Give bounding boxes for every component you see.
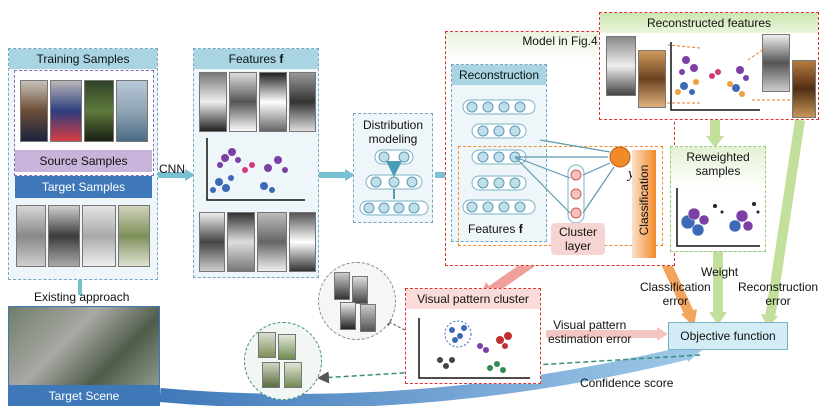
feature-map	[227, 212, 255, 272]
cluster-crop	[360, 304, 376, 332]
source-photo	[20, 80, 48, 142]
reconstructed-map	[792, 60, 816, 118]
source-samples-label: Source Samples	[15, 150, 152, 172]
weight-label: Weight	[701, 265, 739, 279]
source-photo	[116, 80, 148, 142]
feature-map	[229, 72, 257, 132]
training-samples-title: Training Samples	[9, 49, 157, 69]
confidence-arrow	[159, 345, 692, 406]
feature-map	[259, 72, 287, 132]
target-samples-label: Target Samples	[15, 176, 152, 198]
reconstruction-title: Reconstruction	[452, 65, 546, 85]
objective-function-box: Objective function	[668, 322, 788, 350]
features-title: Features f	[194, 49, 318, 69]
feature-map	[257, 212, 287, 272]
target-scene-label: Target Scene	[8, 386, 160, 406]
cnn-label: CNN	[159, 162, 185, 176]
features-f-label: Features f	[468, 222, 523, 236]
classification-bar: Classification	[632, 150, 656, 258]
cluster-crop	[258, 332, 276, 358]
cluster-crop	[284, 362, 302, 388]
visual-pattern-title: Visual pattern cluster	[406, 289, 540, 309]
visual-pattern-panel: Visual pattern cluster	[405, 288, 541, 384]
reconstructed-features-title: Reconstructed features	[600, 13, 818, 33]
source-photo	[50, 80, 82, 142]
model-title: Model in Fig.4	[522, 34, 598, 48]
feature-map	[289, 72, 316, 132]
source-photo	[84, 80, 114, 142]
target-photo	[16, 205, 46, 267]
target-scene-image	[8, 306, 160, 386]
feature-map	[199, 72, 227, 132]
feature-map	[289, 212, 316, 272]
cluster-crop	[340, 302, 356, 330]
reconstructed-map	[638, 50, 666, 108]
cluster-crop	[262, 362, 280, 388]
reconstructed-map	[762, 34, 790, 92]
target-photo	[48, 205, 80, 267]
target-photo	[118, 205, 150, 267]
cluster-crop	[334, 272, 350, 300]
reconstructed-map	[606, 36, 636, 96]
target-photo	[82, 205, 116, 267]
confidence-score-label: Confidence score	[580, 376, 674, 390]
existing-approach-label: Existing approach	[34, 290, 130, 304]
cluster-crop	[352, 276, 368, 304]
y-output-label: y	[628, 166, 635, 183]
cluster-crop	[278, 334, 296, 360]
feature-map	[199, 212, 225, 272]
